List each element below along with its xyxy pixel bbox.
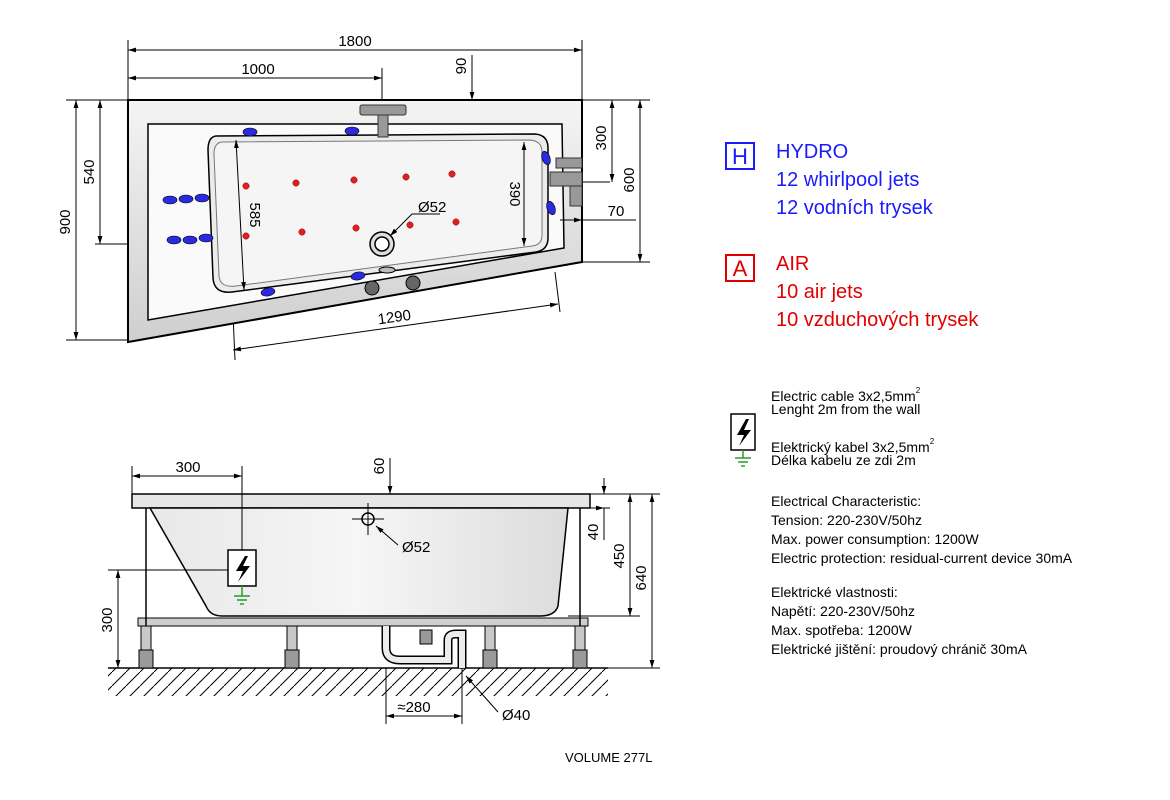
- dim-inner-length: 585: [246, 202, 263, 227]
- dim-drain-diameter: Ø52: [418, 199, 446, 216]
- tub-leg: [574, 625, 586, 651]
- electric-symbol-icon: [730, 413, 756, 467]
- tub-leg-foot: [482, 649, 498, 669]
- dim-top-partial: 1000: [241, 61, 274, 78]
- hydro-jet: [546, 200, 556, 216]
- tub-rim-side: [131, 493, 591, 509]
- tub-legs: [138, 625, 588, 669]
- cable-cz-sup: 2: [929, 437, 935, 446]
- hydro-legend-text: HYDRO 12 whirlpool jets 12 vodních tryse…: [776, 138, 933, 222]
- hydro-jet: [350, 271, 366, 281]
- hydro-jet: [166, 235, 182, 245]
- air-jet: [352, 224, 360, 232]
- floor-hatch: [108, 668, 608, 696]
- air-jet: [448, 170, 456, 178]
- air-jet: [242, 232, 250, 240]
- hydro-jet: [194, 193, 210, 203]
- char-en-protection: Electric protection: residual-current de…: [771, 550, 1073, 566]
- char-en-tension: Tension: 220-230V/50hz: [771, 512, 922, 528]
- cable-spec-cz: Elektrický kabel 3x2,5mm2 Délka kabelu z…: [771, 432, 934, 470]
- hydro-jet: [162, 195, 178, 205]
- hydro-jet: [178, 194, 194, 204]
- tub-leg: [286, 625, 298, 651]
- air-title: AIR: [776, 253, 810, 275]
- cable-cz: Elektrický kabel 3x2,5mm: [771, 439, 930, 455]
- dim-right-height: 600: [621, 167, 638, 192]
- dim-top-width: 1800: [338, 33, 371, 50]
- dim-bottom-length: 1290: [377, 307, 412, 328]
- char-cz-tension: Napětí: 220-230V/50hz: [771, 603, 915, 619]
- tub-leg: [484, 625, 496, 651]
- dim-right-offset: 70: [608, 203, 625, 220]
- dim-side-top-offset: 60: [371, 458, 388, 475]
- air-jet: [350, 176, 358, 184]
- faucet-top: [359, 104, 583, 207]
- tub-leg-foot: [138, 649, 154, 669]
- dim-right-small: 300: [593, 125, 610, 150]
- char-cz-protection: Elektrické jištění: proudový chránič 30m…: [771, 641, 1027, 657]
- air-jet: [242, 182, 250, 190]
- volume-label: VOLUME 277L: [565, 750, 653, 765]
- electrical-characteristic-en: Electrical Characteristic: Tension: 220-…: [771, 492, 1072, 568]
- hydro-legend-icon: H: [725, 142, 755, 170]
- air-legend-text: AIR 10 air jets 10 vzduchových trysek: [776, 250, 978, 334]
- air-jet: [452, 218, 460, 226]
- cable-spec-en: Electric cable 3x2,5mm2 Lenght 2m from t…: [771, 381, 920, 419]
- hydro-jet: [344, 126, 360, 136]
- electrical-characteristic-cz: Elektrické vlastnosti: Napětí: 220-230V/…: [771, 583, 1027, 659]
- tub-leg: [140, 625, 152, 651]
- dim-waste-distance: ≈280: [397, 699, 430, 716]
- hydro-line1: 12 whirlpool jets: [776, 169, 920, 191]
- dim-top-offset: 90: [453, 58, 470, 75]
- tub-leg-foot: [572, 649, 588, 669]
- air-jet: [402, 173, 410, 181]
- air-legend-icon: A: [725, 254, 755, 282]
- air-jet: [406, 221, 414, 229]
- dim-waste-diameter: Ø40: [502, 707, 530, 724]
- hydro-jet: [260, 287, 276, 297]
- dim-side-drain: Ø52: [402, 539, 430, 556]
- drain-top: [364, 231, 421, 296]
- dim-side-width: 300: [175, 459, 200, 476]
- char-en-title: Electrical Characteristic:: [771, 493, 922, 509]
- dim-side-leg: 300: [99, 607, 116, 632]
- dim-side-depth: 450: [611, 543, 628, 568]
- air-line2: 10 vzduchových trysek: [776, 309, 979, 331]
- hydro-jet: [242, 127, 258, 137]
- dim-inner-width: 390: [506, 181, 523, 206]
- hydro-jet: [541, 150, 551, 166]
- cable-en-sup: 2: [915, 386, 921, 395]
- dim-left-height: 900: [57, 209, 74, 234]
- hydro-line2: 12 vodních trysek: [776, 197, 933, 219]
- air-jet: [298, 228, 306, 236]
- cable-en: Electric cable 3x2,5mm: [771, 388, 916, 404]
- side-view: 300 60 Ø52 40 450 640 300 ≈280 Ø40: [99, 458, 660, 724]
- char-cz-title: Elektrické vlastnosti:: [771, 584, 898, 600]
- hydro-jet: [182, 235, 198, 245]
- tub-leg-foot: [284, 649, 300, 669]
- air-jet: [292, 179, 300, 187]
- cable-en-length: Lenght 2m from the wall: [771, 401, 921, 417]
- air-line1: 10 air jets: [776, 281, 863, 303]
- char-en-power: Max. power consumption: 1200W: [771, 531, 979, 547]
- char-cz-power: Max. spotřeba: 1200W: [771, 622, 912, 638]
- dim-left-inner: 540: [81, 159, 98, 184]
- cable-cz-length: Délka kabelu ze zdi 2m: [771, 452, 916, 468]
- top-view: 1800 1000 90 900 540 300 600 70 585 390 …: [57, 33, 650, 361]
- dim-side-rim: 40: [585, 524, 602, 541]
- hydro-jets-group: [162, 126, 556, 297]
- hydro-jet: [198, 233, 214, 243]
- electric-box-side: [227, 549, 257, 605]
- dim-side-total: 640: [633, 565, 650, 590]
- tub-body-side: [148, 507, 569, 617]
- hydro-title: HYDRO: [776, 141, 849, 163]
